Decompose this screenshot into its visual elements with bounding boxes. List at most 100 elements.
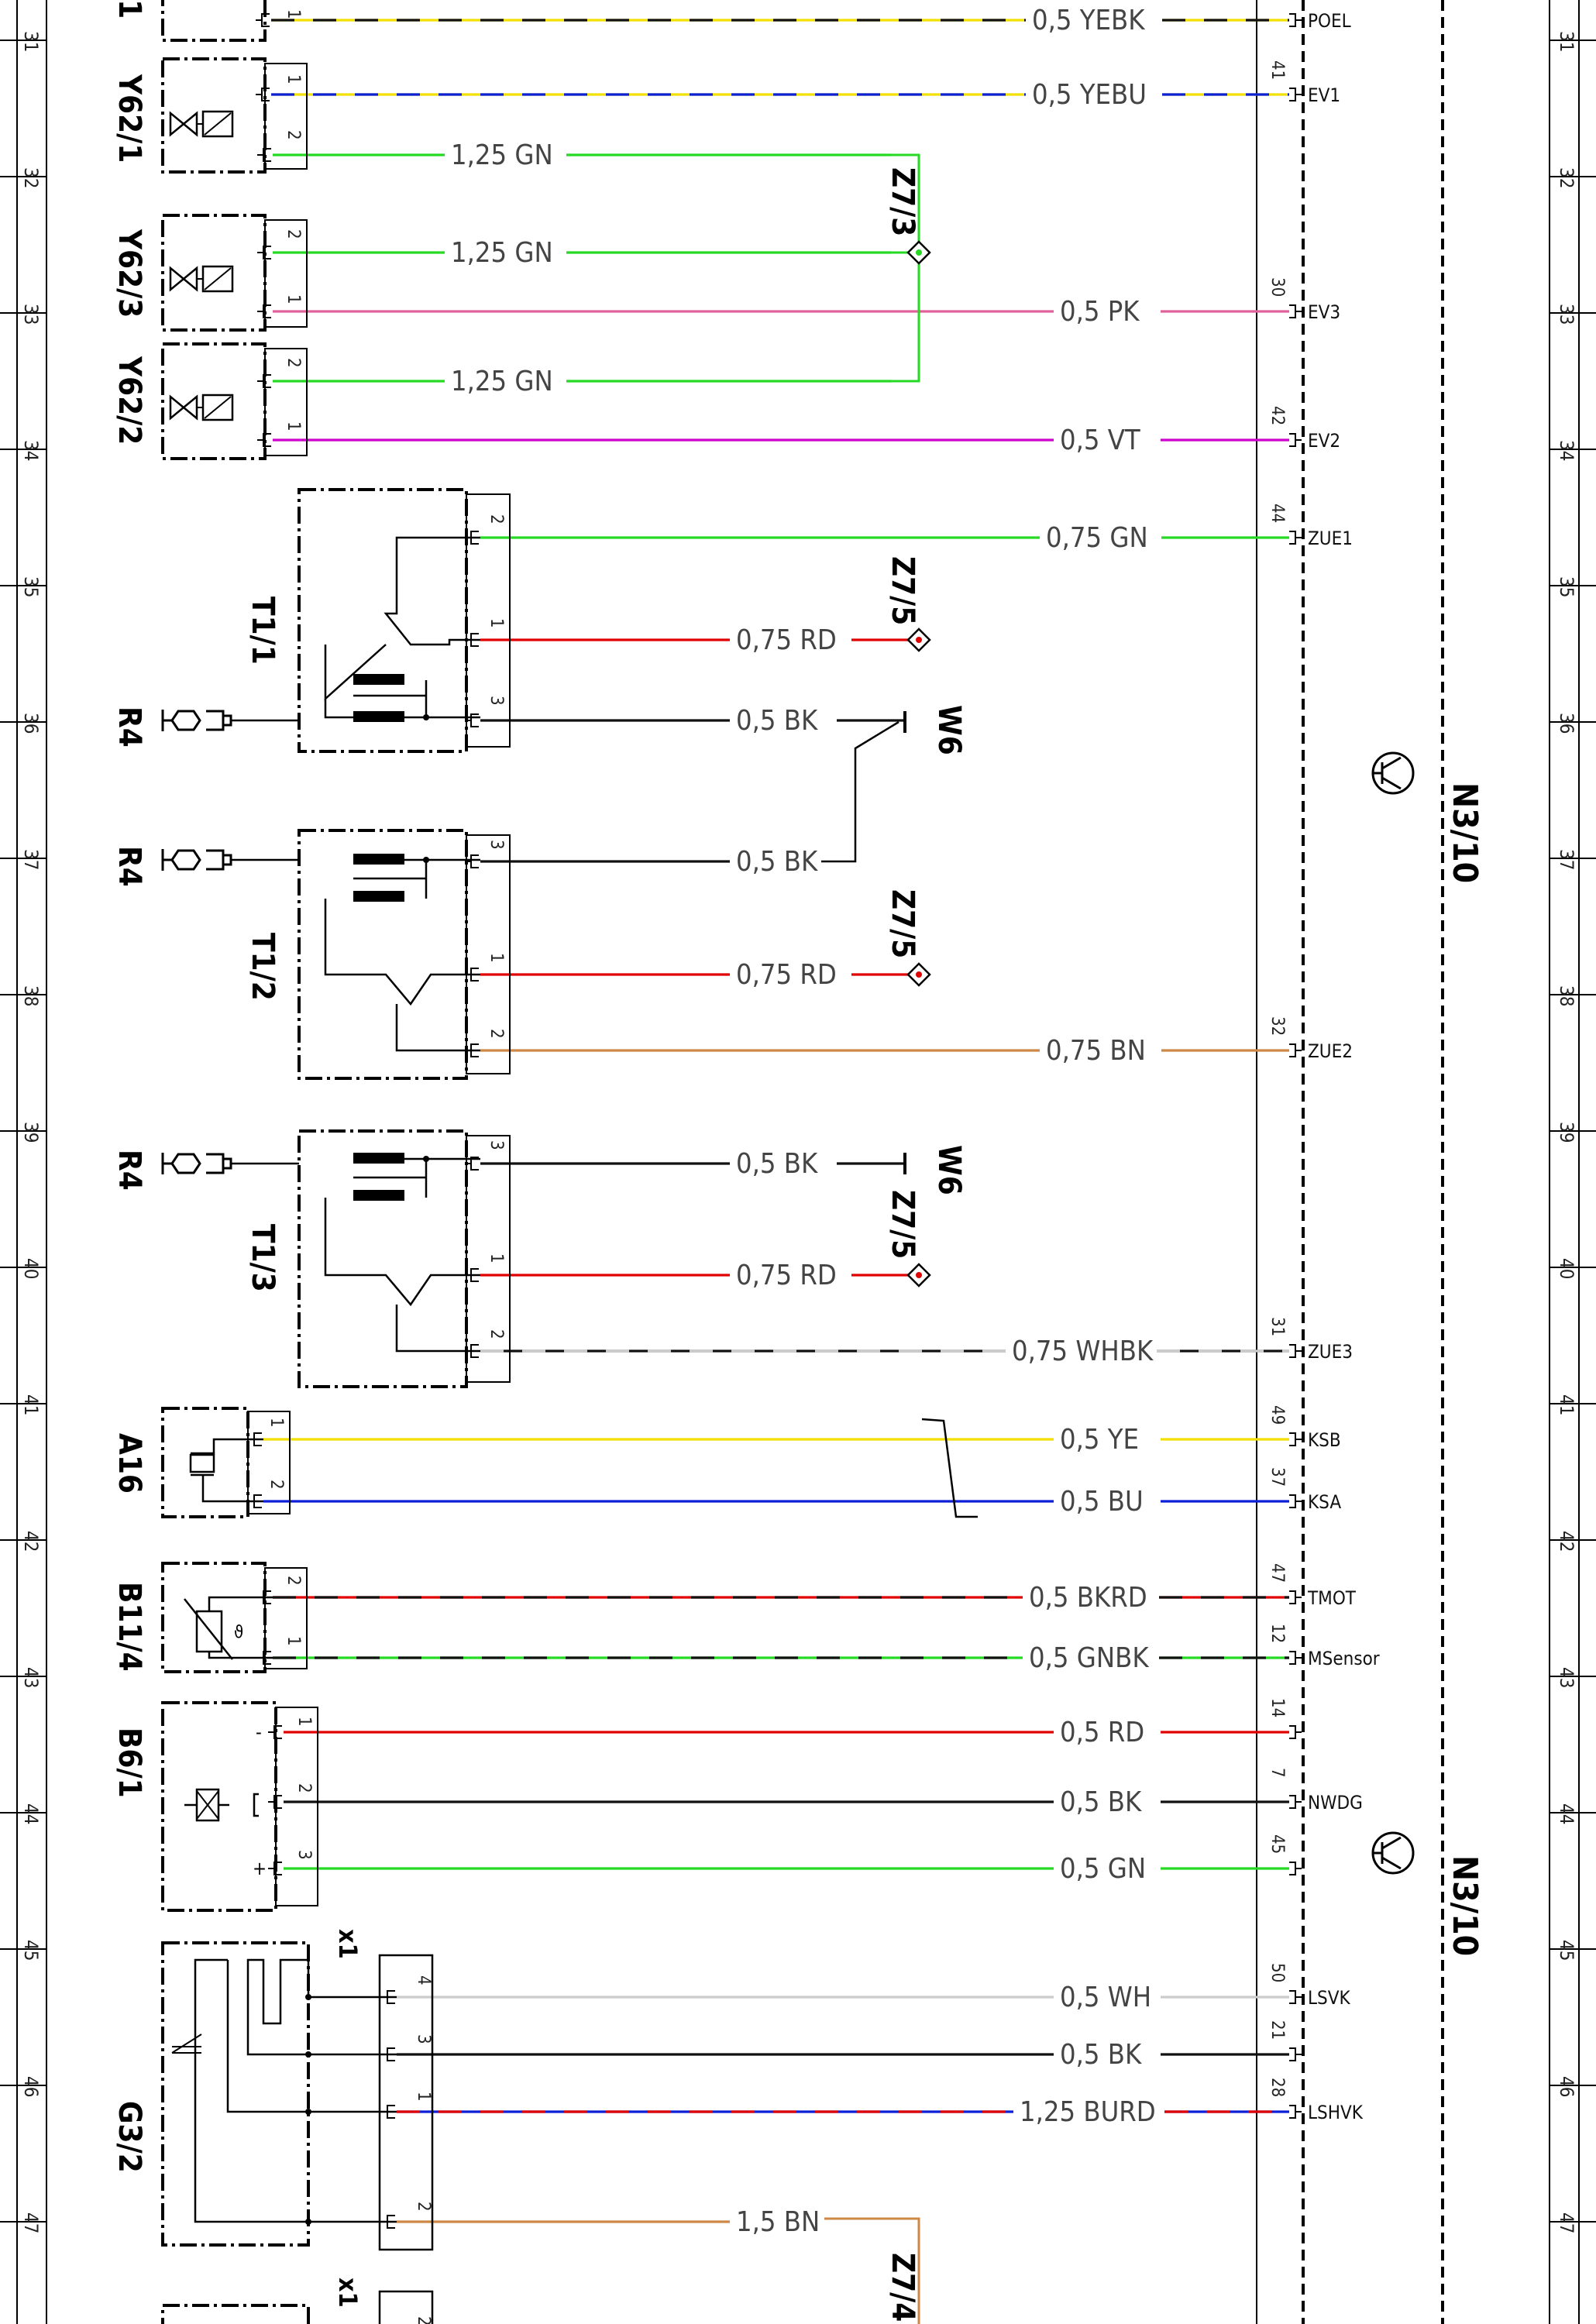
signal-name: KSA	[1308, 1491, 1341, 1513]
wire-label: 1,25 GN	[451, 366, 553, 397]
component-b11-4: ϑ B11/4	[112, 1562, 308, 1673]
signal-name: ZUE3	[1308, 1341, 1353, 1363]
pin-number: 1	[487, 1253, 506, 1263]
signal-name: TMOT	[1307, 1587, 1357, 1609]
pin-number: 1	[487, 618, 506, 628]
row-number: 32	[20, 167, 42, 188]
transistor-symbol	[1371, 751, 1415, 795]
wire-label: 0,5 WH	[1060, 1982, 1151, 2013]
pin-number: 1	[284, 421, 303, 431]
row-number: 39	[20, 1122, 42, 1143]
row-number: 34	[1556, 440, 1577, 461]
junction-label: Z7/5	[885, 889, 920, 958]
transistor-symbol	[1371, 1831, 1415, 1875]
component-g3-2: G3/2	[112, 1941, 397, 2247]
row-number: 44	[20, 1803, 42, 1824]
component-label: B11/4	[112, 1582, 147, 1672]
pin-number: 3	[487, 696, 506, 706]
junction-z7-4: Z7/4	[885, 2253, 920, 2322]
pin-polarity: +	[253, 1858, 267, 1879]
junction-z7-5: Z7/5	[885, 889, 931, 987]
module-label: N3/10	[1445, 782, 1484, 883]
module-pin-number: 41	[1268, 60, 1287, 80]
connector-x1: x1	[333, 1929, 434, 2251]
pin-number: 1	[267, 1418, 286, 1428]
module-pin-number: 32	[1268, 1016, 1287, 1036]
wire: 0,5 BK	[465, 846, 818, 878]
component-label: T1/2	[245, 933, 280, 1001]
row-number: 42	[20, 1531, 42, 1552]
wire-label: 0,5 BK	[1060, 1786, 1142, 1818]
pin-number: 2	[414, 2316, 433, 2324]
wire: 0,5 BK	[465, 705, 905, 737]
wire-label: 0,75 RD	[736, 624, 837, 656]
pin-number: 3	[487, 1140, 506, 1150]
signal-name: EV3	[1308, 301, 1340, 323]
pin-number: 1	[284, 74, 303, 84]
module-pin-number: 37	[1268, 1467, 1287, 1487]
wire-label: 0,5 GNBK	[1029, 1642, 1149, 1674]
wire-label: 1,25 GN	[451, 139, 553, 171]
module-pin-number: 21	[1268, 2020, 1287, 2040]
junction-label: Z7/5	[885, 1190, 920, 1259]
shield-label: W6	[931, 1145, 967, 1195]
row-number: 32	[1556, 167, 1577, 188]
row-number: 35	[20, 576, 42, 597]
wire-label: 0,5 BK	[1060, 2039, 1142, 2071]
wire-label: 0,75 RD	[736, 959, 837, 991]
module-n3-10: N3/10 N3/10	[1256, 0, 1484, 2324]
module-pin-number: 47	[1268, 1563, 1287, 1583]
signal-name: ZUE1	[1308, 528, 1353, 549]
row-number: 37	[1556, 849, 1577, 870]
row-number: 41	[1556, 1394, 1577, 1415]
spark-plug-r4: R4	[112, 1150, 299, 1191]
component-label: T1/3	[245, 1224, 280, 1292]
solenoid-valve-icon	[169, 265, 234, 293]
wire: 1,25 GN	[257, 139, 891, 171]
component-y62-1: Y62/1	[112, 57, 308, 174]
spark-plug-r4: R4	[112, 846, 299, 887]
wire: 0,75 RD	[465, 624, 908, 656]
component-t1-2: T1/2	[245, 829, 511, 1080]
module-pin-number: 44	[1268, 504, 1287, 523]
component-a16: A16	[112, 1407, 291, 1518]
row-number: 40	[20, 1258, 42, 1279]
wire-label: 0,5 PK	[1060, 296, 1140, 328]
component-label: R4	[112, 1150, 147, 1191]
wire-label: 0,5 BK	[736, 705, 818, 737]
row-number: 41	[20, 1394, 42, 1415]
wire-label: 0,75 RD	[736, 1260, 837, 1291]
pin-number: 2	[284, 1576, 303, 1586]
junction-label: Z7/4	[885, 2253, 920, 2322]
component-label: B6/1	[112, 1728, 147, 1798]
connector-label: x1	[333, 1929, 363, 1959]
row-number: 34	[20, 440, 42, 461]
signal-name: EV2	[1308, 430, 1340, 452]
module-pin-number: 49	[1268, 1405, 1287, 1425]
hall-sensor-icon: - +	[184, 1721, 267, 1879]
signal-name: POEL	[1308, 10, 1351, 32]
svg-text:ϑ: ϑ	[234, 1623, 243, 1642]
pin-number: 2	[414, 2202, 433, 2212]
solenoid-valve-icon	[169, 394, 234, 421]
row-number: 47	[1556, 2212, 1577, 2233]
junction-z7-5: Z7/5	[885, 556, 931, 652]
wire-label: 0,5 YE	[1060, 1424, 1139, 1456]
pin-number: 1	[284, 9, 303, 19]
signal-name: MSensor	[1308, 1648, 1380, 1669]
ignition-coil-icon	[324, 854, 480, 1052]
row-number: 46	[1556, 2076, 1577, 2097]
pin-number: 1	[284, 294, 303, 304]
connector-x1: x1 2	[161, 2278, 434, 2324]
module-pin-number: 42	[1268, 406, 1287, 425]
component-label: R4	[112, 846, 147, 887]
component-b6-1: - + B6/1	[112, 1701, 318, 1912]
oxygen-sensor-icon	[171, 1958, 397, 2225]
